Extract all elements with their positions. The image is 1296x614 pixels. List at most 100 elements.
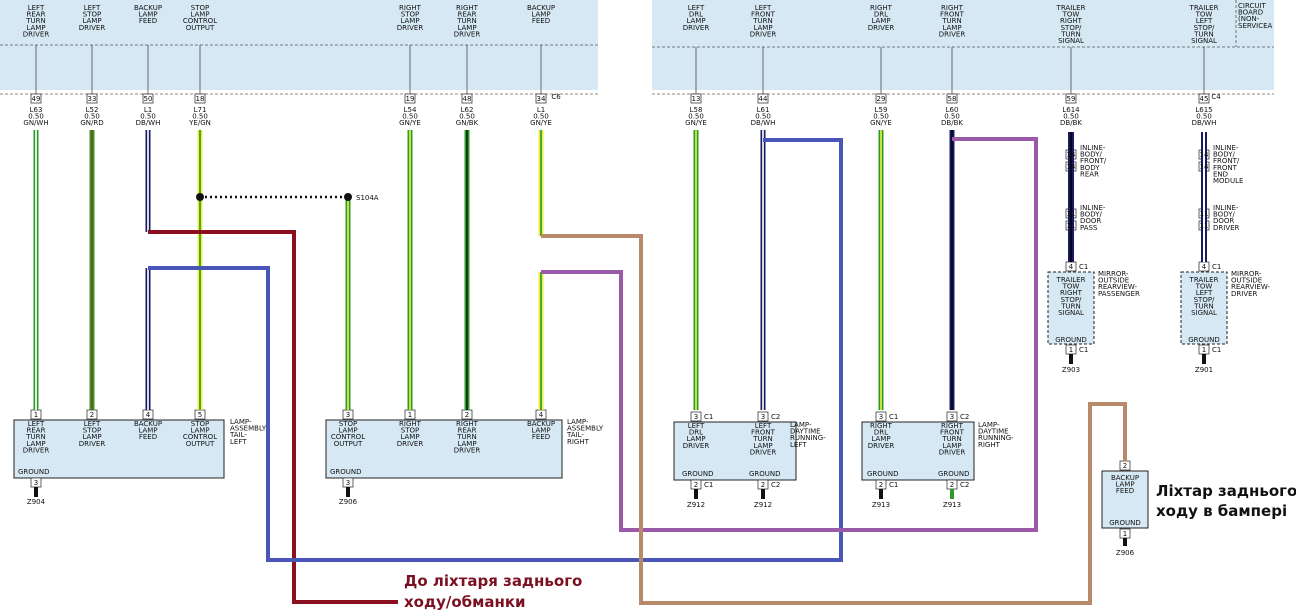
module-pin-label: RIGHT — [1060, 17, 1083, 25]
mirror-conn: C1 — [1079, 263, 1088, 271]
drl-pin-label: DRIVER — [939, 448, 966, 456]
connector-pin — [30, 93, 42, 104]
ground-pin-number: 2 — [950, 481, 954, 489]
mirror-label: TOW — [1195, 283, 1213, 291]
mirror-label: STOP/ — [1194, 296, 1215, 304]
circuit-board-label: (NON- — [1238, 15, 1260, 23]
ground-wire — [346, 487, 350, 497]
wire-spec: GN/BK — [456, 119, 479, 127]
wire-spec: DB/WH — [751, 119, 776, 127]
wire-spec: GN/YE — [530, 119, 552, 127]
lamp-pin-label: LAMP — [338, 427, 357, 435]
ground-label: GROUND — [18, 468, 50, 476]
ground-id: Z904 — [27, 498, 46, 506]
wire-tracer — [540, 130, 542, 236]
drl-pin-label: LAMP — [942, 442, 961, 450]
module-pin-label: LAMP — [686, 17, 705, 25]
bumper-label: FEED — [1116, 487, 1134, 495]
connector-pin-number: 33 — [88, 95, 97, 103]
mirror-pin-number: 4 — [1202, 263, 1207, 271]
inline-pin-number: 14 — [1200, 151, 1209, 159]
module-pin-label: FEED — [532, 17, 550, 25]
inline-label: FRONT/ — [1213, 157, 1240, 165]
connector-pin-number: 18 — [196, 95, 205, 103]
ground-label: GROUND — [749, 470, 781, 478]
drl-conn: C2 — [771, 413, 780, 421]
mirror-module — [1047, 271, 1095, 345]
wire-spec: 0.50 — [84, 113, 100, 121]
connector-c4: C4 — [1211, 93, 1221, 101]
wire-tracer — [35, 130, 37, 410]
connector-pin-number: 13 — [692, 95, 701, 103]
caption-bumper: Ліхтар заднього — [1156, 482, 1296, 500]
module-pin-label: LEFT — [1196, 17, 1213, 25]
wire-spec: 0.50 — [533, 113, 549, 121]
lamp-pin-number: 2 — [90, 411, 94, 419]
module-pin-label: STOP/ — [1194, 24, 1215, 32]
connector-pin — [142, 93, 154, 104]
lamp-pin-label: LEFT — [28, 420, 45, 428]
mirror-name: OUTSIDE — [1098, 277, 1129, 285]
lamp-pin-label: DRIVER — [454, 446, 481, 454]
drl-pin — [946, 411, 958, 422]
inline-label: INLINE- — [1213, 204, 1239, 212]
wire-spec: 0.50 — [459, 113, 475, 121]
ground-id: Z906 — [339, 498, 358, 506]
module-pin-label: DRIVER — [750, 30, 777, 38]
module-pin-label: FEED — [139, 17, 157, 25]
module-pin-label: LEFT — [84, 4, 101, 12]
assembly-name: LAMP- — [978, 421, 1000, 429]
module-pin-label: RIGHT — [399, 4, 422, 12]
module-pin-label: FRONT — [751, 11, 776, 19]
connector-pin-number: 34 — [537, 95, 546, 103]
assembly-name: TAIL- — [229, 431, 247, 439]
circuit-board-label: BOARD — [1238, 9, 1263, 17]
ground-label: GROUND — [867, 470, 899, 478]
mirror-ground-pin-number: 1 — [1069, 346, 1073, 354]
ground-wire — [879, 489, 883, 499]
inline-pin-number: 11 — [1200, 210, 1209, 218]
mirror-label: TURN — [1060, 302, 1081, 310]
inline-label: REAR — [1080, 170, 1099, 178]
ground-id: Z912 — [754, 501, 772, 509]
connector-pin-number: 19 — [406, 95, 415, 103]
bcm-right-panel — [652, 0, 1274, 90]
inline-label: FRONT — [1213, 164, 1238, 172]
assembly-name: DAYTIME — [978, 428, 1009, 436]
mirror-label: TRAILER — [1189, 276, 1219, 284]
module-pin-label: LAMP — [82, 17, 101, 25]
assembly-name: RIGHT — [978, 441, 1001, 449]
mirror-label: TRAILER — [1056, 276, 1086, 284]
module-pin-label: RIGHT — [870, 4, 893, 12]
module-pin-label: DRL — [874, 11, 888, 19]
lamp-pin-label: LAMP — [82, 433, 101, 441]
mirror-label: LEFT — [1196, 289, 1213, 297]
module-pin-label: BACKUP — [134, 4, 162, 12]
wire-spec: 0.50 — [873, 113, 889, 121]
drl-pin-number: 3 — [879, 413, 883, 421]
drl-conn: C2 — [960, 413, 969, 421]
drl-pin — [690, 411, 702, 422]
wire-spec: 0.50 — [1196, 113, 1212, 121]
lamp-pin-label: STOP — [339, 420, 357, 428]
ground-pin-number: 3 — [346, 479, 350, 487]
wire-spec: 0.50 — [28, 113, 44, 121]
wire-spec: DB/WH — [1192, 119, 1217, 127]
ground-id: Z913 — [943, 501, 961, 509]
ground-pin-number: 2 — [761, 481, 765, 489]
splice-label: S104A — [356, 194, 379, 202]
lamp-pin-label: DRIVER — [79, 440, 106, 448]
lamp-pin-label: OUTPUT — [186, 440, 215, 448]
module-pin-label: SIGNAL — [1058, 37, 1084, 45]
lamp-pin-label: FEED — [139, 433, 157, 441]
wire-spec: GN/YE — [685, 119, 707, 127]
module-pin-label: DRL — [689, 11, 703, 19]
module-pin-label: TURN — [456, 17, 477, 25]
wire-tracer — [466, 130, 468, 410]
wire-spec: YE/GN — [188, 119, 211, 127]
caption-bumper: ходу в бампері — [1156, 502, 1287, 520]
lamp-pin-number: 2 — [465, 411, 469, 419]
drl-assembly — [673, 421, 797, 481]
inline-label: BODY/ — [1080, 211, 1102, 219]
drl-pin-number: 3 — [694, 413, 698, 421]
